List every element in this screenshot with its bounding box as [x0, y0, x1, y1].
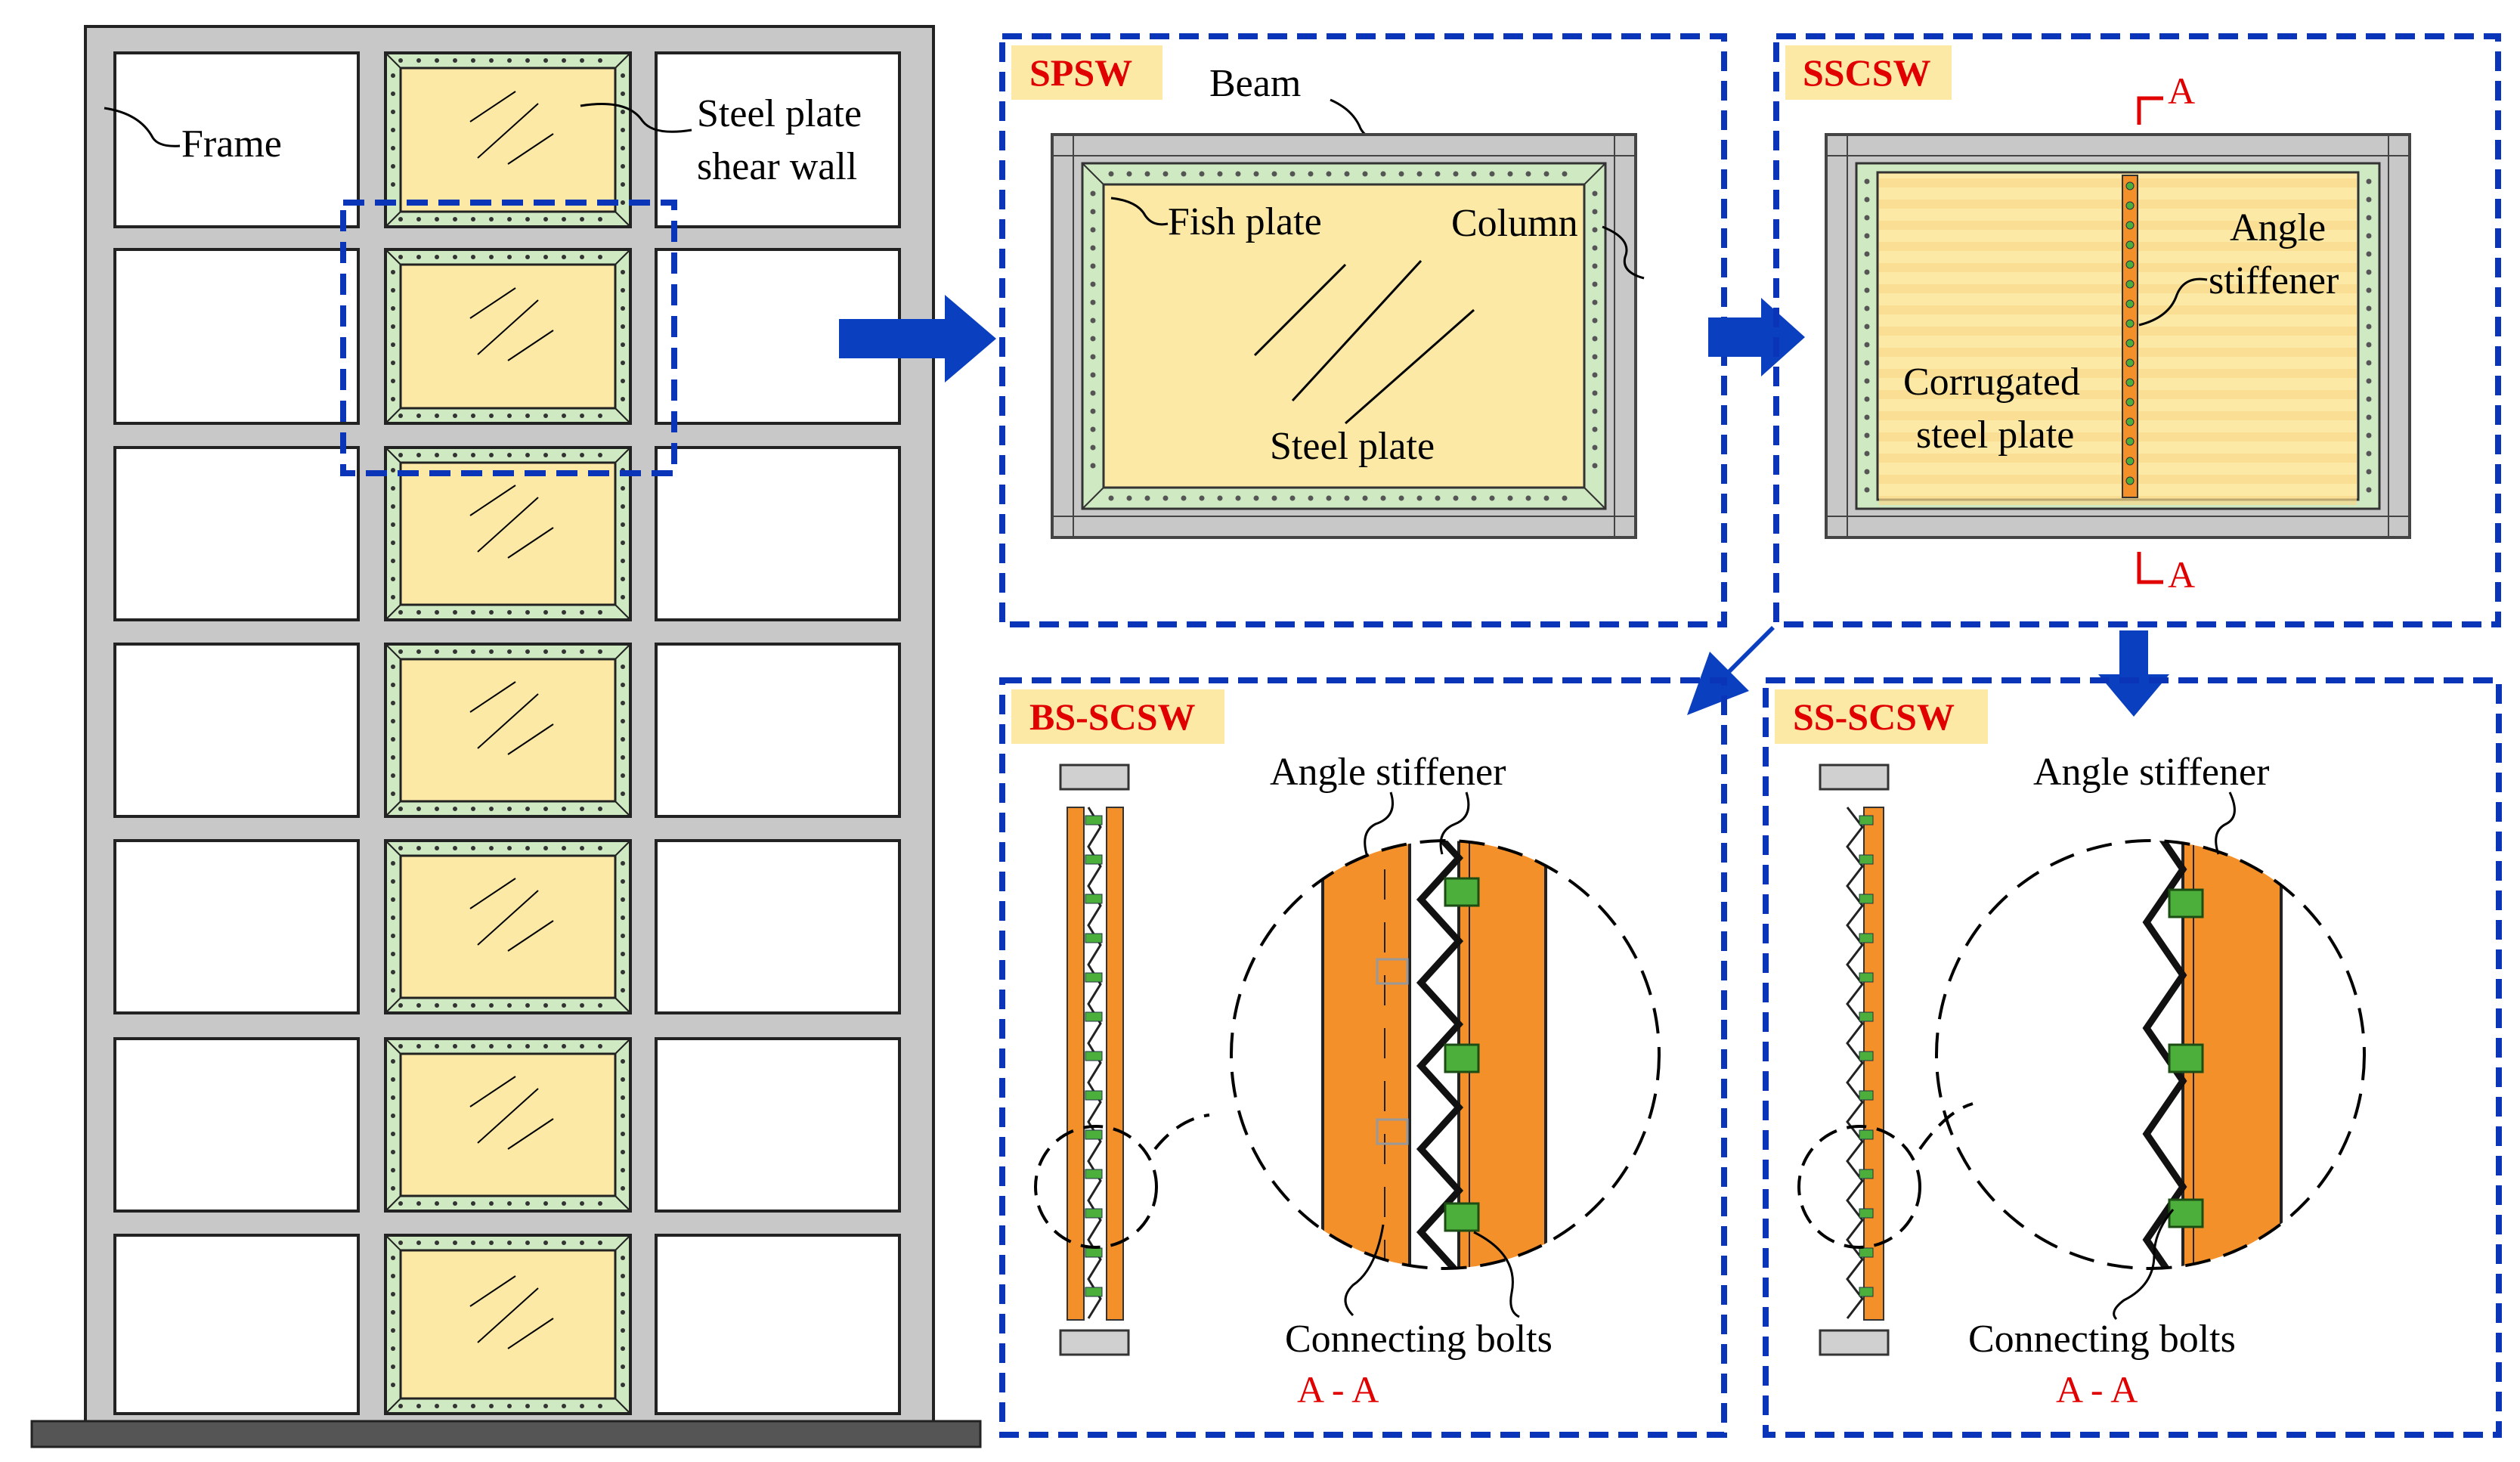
sscsw-tag: SSCSW: [1803, 51, 1931, 94]
corr-label-line2: steel plate: [1916, 414, 2074, 457]
frame-opening-right: [655, 51, 901, 228]
wall-label-line2: shear wall: [697, 145, 857, 188]
frame-label: Frame: [181, 122, 282, 166]
bs-top-flange: [1059, 764, 1130, 791]
ss-detail-circle-large: [1935, 839, 2366, 1270]
hidden-bolt: [1376, 1118, 1409, 1145]
spsw-panel: SPSW Beam Fish plate Column Steel plate: [999, 33, 1727, 627]
section-mark-bottom: [2137, 552, 2163, 584]
ss-bottom-flange: [1819, 1329, 1890, 1356]
fish-plate-label: Fish plate: [1168, 200, 1322, 243]
bs-angle-label: Angle stiffener: [1270, 751, 1506, 794]
section-top-letter: A: [2168, 70, 2195, 112]
bs-detail-circle-small: [1034, 1125, 1158, 1249]
corrugation-stripes: [1879, 178, 2357, 505]
wall-label-line1: Steel plate: [697, 92, 862, 135]
arrow-to-sscsw: [1708, 298, 1805, 376]
sscsw-tag-bg: [1785, 45, 1952, 100]
spsw-tag-bg: [1011, 45, 1162, 100]
hidden-bolt: [1376, 958, 1409, 985]
ss-bolts-label: Connecting bolts: [1968, 1318, 2236, 1361]
column-label: Column: [1451, 202, 1578, 245]
connecting-bolt: [1444, 1202, 1480, 1232]
connecting-bolt: [2168, 1198, 2204, 1228]
spsw-tag: SPSW: [1029, 51, 1132, 94]
bs-detail-view: [1321, 841, 1547, 1268]
angle-leader: [2138, 277, 2208, 327]
frame-opening-left: [113, 1037, 360, 1213]
arrow-to-ss-scsw: [2098, 630, 2169, 717]
ground-slab: [30, 1420, 982, 1448]
section-mark-top: [2137, 96, 2163, 125]
angle-label-line1: Angle: [2230, 206, 2326, 249]
spsw-steel-plate: [1102, 183, 1586, 489]
frame-opening-left: [113, 446, 360, 621]
ss-box: [1763, 677, 2502, 1438]
wall-leader: [580, 103, 692, 133]
bs-tag-bg: [1011, 689, 1224, 744]
bs-tag: BS-SCSW: [1029, 695, 1196, 738]
spsw-bolts: [1090, 171, 1598, 501]
frame-opening-right: [655, 446, 901, 621]
highlight-box: [340, 200, 677, 476]
ss-top-flange: [1819, 764, 1890, 791]
angle-stiffener: [2122, 175, 2138, 498]
beam-leader: [1330, 98, 1384, 139]
ss-detail-view: [2142, 841, 2283, 1268]
frame-opening-right: [655, 839, 901, 1014]
angle-label-line2: stiffener: [2209, 259, 2339, 302]
bs-detail-circle-large: [1230, 839, 1661, 1270]
ss-tag-bg: [1775, 689, 1988, 744]
arrow-to-bs-scsw: [1687, 626, 1775, 715]
connecting-bolt: [2168, 1043, 2204, 1073]
frame-leader: [104, 107, 181, 147]
connecting-bolt: [2168, 888, 2204, 918]
beam-label: Beam: [1209, 62, 1301, 105]
bs-scsw-panel: BS-SCSW Angle stiffener Connecting bolts…: [999, 677, 1727, 1438]
bs-box: [999, 677, 1727, 1438]
ss-scsw-panel: SS-SCSW Angle stiffener Connecting bolts…: [1763, 677, 2502, 1438]
frame-opening-left: [113, 1234, 360, 1415]
bs-bolts-label: Connecting bolts: [1285, 1318, 1553, 1361]
frame-opening-right: [655, 1234, 901, 1415]
ss-tag: SS-SCSW: [1793, 695, 1955, 738]
bs-section-label: A - A: [1297, 1368, 1379, 1411]
arrow-to-spsw: [839, 295, 996, 383]
building-elevation: Frame Steel plate shear wall: [30, 25, 982, 1448]
connecting-bolt: [1444, 877, 1480, 907]
frame-opening-left: [113, 643, 360, 818]
sscsw-bolts: [1864, 178, 2372, 493]
ss-detail-circle-small: [1797, 1125, 1921, 1249]
ss-section-bolts: [1859, 815, 1874, 1297]
frame-opening-right: [655, 1037, 901, 1213]
ss-section-label: A - A: [2056, 1368, 2138, 1411]
ss-angle-label: Angle stiffener: [2033, 751, 2269, 794]
frame-opening-left: [113, 839, 360, 1014]
steel-plate-label: Steel plate: [1270, 425, 1435, 468]
fish-plate-leader: [1110, 197, 1169, 226]
bs-corrugated-section: [1087, 807, 1102, 1319]
frame-openings: [113, 51, 901, 1415]
sscsw-panel: SSCSW A A Angle stiffener Corrugated ste…: [1773, 33, 2501, 627]
frame-opening-right: [655, 643, 901, 818]
ss-corrugated-section: [1846, 807, 1864, 1319]
frame-opening-left: [113, 248, 360, 425]
stiffener-bolts: [2125, 181, 2135, 485]
sscsw-box: [1773, 33, 2501, 627]
bs-bottom-flange: [1059, 1329, 1130, 1356]
column-leader: [1602, 225, 1645, 280]
connecting-bolt: [1444, 1043, 1480, 1073]
corr-label-line1: Corrugated: [1903, 361, 2080, 404]
bs-section-bolts: [1085, 815, 1103, 1297]
section-bottom-letter: A: [2168, 553, 2195, 596]
